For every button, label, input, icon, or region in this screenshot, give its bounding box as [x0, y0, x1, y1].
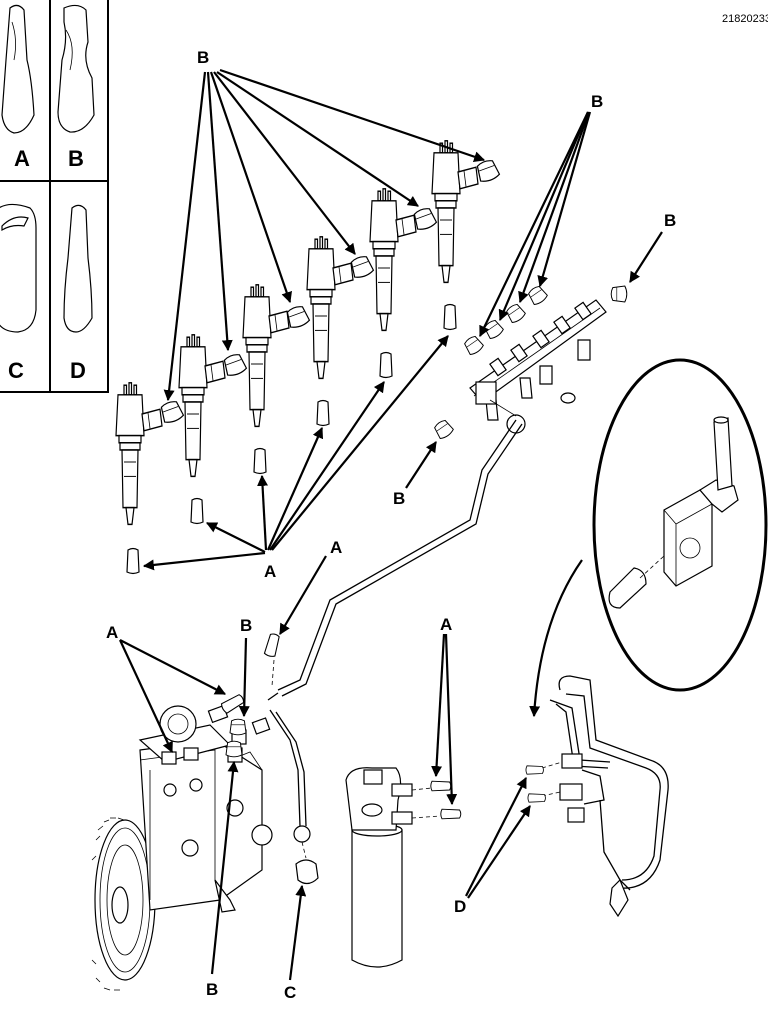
valve-caps	[525, 765, 546, 803]
leader-lines-pump	[119, 637, 307, 981]
cap-legend: A B C D	[0, 0, 109, 393]
legend-label-d: D	[70, 358, 86, 383]
callout-a-pipe: A	[330, 538, 342, 557]
callout-b-injectors: B	[197, 48, 209, 67]
leader-line-pipe-a	[279, 555, 327, 635]
valve-assembly	[541, 675, 669, 918]
leader-lines-filter	[431, 633, 458, 806]
injector-2	[178, 334, 226, 478]
callout-a-injectors: A	[264, 562, 276, 581]
leader-lines-injector-b	[163, 68, 486, 402]
callout-d-valve: D	[454, 897, 466, 916]
callout-b-pump-bottom: B	[206, 980, 218, 999]
injector-6	[431, 140, 479, 284]
cap-type-b-illustration	[57, 4, 95, 133]
legend-label-a: A	[14, 146, 30, 171]
callout-b-rail-right: B	[664, 211, 676, 230]
detail-pointer-line	[529, 559, 583, 718]
callout-c-pump: C	[284, 983, 296, 1002]
leader-lines-injector-a	[142, 335, 449, 571]
callout-a-filter: A	[440, 615, 452, 634]
pipe-end-cap	[263, 632, 281, 658]
pump-caps	[219, 692, 319, 885]
leader-lines-rail-b	[405, 111, 663, 489]
legend-label-b: B	[68, 146, 84, 171]
injection-pump	[91, 704, 311, 991]
callout-b-rail-top: B	[591, 92, 603, 111]
high-pressure-pipe	[267, 419, 523, 701]
injector-1	[115, 382, 163, 526]
detail-cap	[608, 567, 647, 609]
figure-id: 21820233	[722, 13, 768, 25]
legend-label-c: C	[8, 358, 24, 383]
cap-type-a-illustration	[1, 4, 35, 134]
callout-a-pump: A	[106, 623, 118, 642]
cap-type-c-illustration	[0, 203, 37, 333]
injector-5	[369, 188, 417, 332]
leader-lines-valve-d	[465, 777, 531, 899]
pump-cap-c	[295, 859, 319, 885]
fuel-rail	[469, 299, 607, 434]
cap-type-d-illustration	[63, 204, 93, 333]
injector-tip-caps	[126, 303, 457, 575]
injector-4	[306, 236, 354, 380]
injector-row	[115, 140, 479, 526]
callout-b-pump-top: B	[240, 616, 252, 635]
fuel-filter	[345, 767, 441, 968]
detail-fitting	[663, 416, 739, 587]
detail-view	[592, 358, 768, 692]
injector-3	[242, 284, 290, 428]
callout-b-rail-left: B	[393, 489, 405, 508]
filter-caps	[430, 780, 462, 820]
